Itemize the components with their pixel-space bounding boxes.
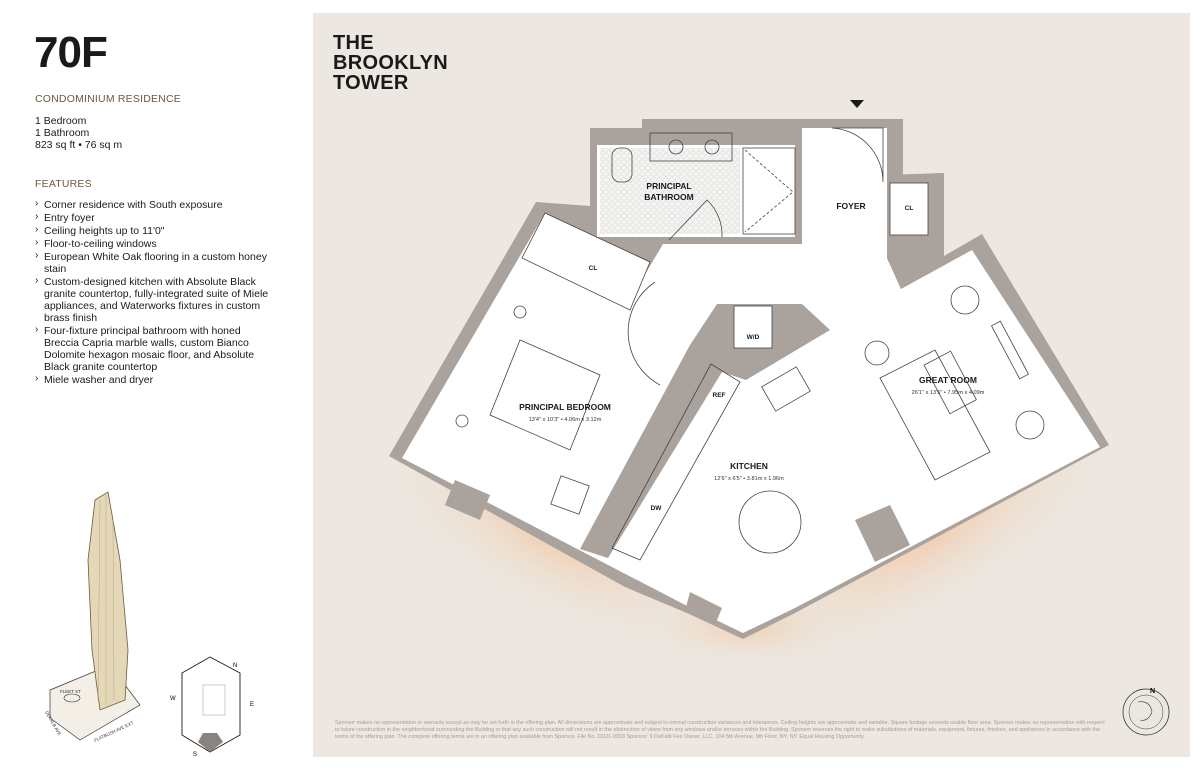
unit-facts: 1 Bedroom 1 Bathroom 823 sq ft • 76 sq m [35,115,122,151]
key-plan [181,656,241,753]
desk [761,366,811,412]
feature-item: Four-fixture principal bathroom with hon… [35,324,275,373]
room-label-refrigerator: REF [713,392,726,399]
logo-line: TOWER [333,72,409,94]
kitchen-counter [611,363,741,561]
tower-illustration [49,491,141,741]
features-heading: FEATURES [35,178,92,190]
room-label-bathroom: PRINCIPAL [646,181,691,191]
feature-item: Miele washer and dryer [35,373,275,386]
sink-icon [668,139,684,155]
shower-glass [744,149,794,233]
column [685,592,722,625]
room-dims-bedroom: 13'4" x 10'3" • 4.06m x 3.12m [529,417,602,423]
room-label-washer-dryer: W/D [747,334,760,341]
compass-e: E [250,702,254,708]
bathroom-count: 1 Bathroom [35,127,90,139]
foyer-closet [889,182,929,236]
room-label-dishwasher: DW [651,505,663,512]
room-dims-great-room: 26'1" x 13'5" • 7.95m x 4.09m [912,390,985,396]
room-label-foyer: FOYER [836,201,865,211]
armchair [550,475,590,515]
bed [489,339,601,451]
bathroom-door [668,199,723,241]
sink-icon [704,139,720,155]
unit-area: 823 sq ft • 76 sq m [35,139,123,151]
brand-logo: THE BROOKLYN TOWER [333,33,448,93]
room-label-kitchen: KITCHEN [730,461,768,471]
toilet-icon [611,147,633,183]
mosaic-floor [600,148,740,234]
column [445,480,490,520]
room-label-bedroom: PRINCIPAL BEDROOM [519,402,611,412]
media-console [990,320,1030,380]
bedroom-closet [521,212,651,311]
vanity [649,132,733,162]
compass-s: S [193,752,197,758]
lounge-chair [1015,410,1045,440]
compass-w: W [170,696,176,702]
room-label-great-room: GREAT ROOM [919,375,977,385]
coffee-table [923,350,977,415]
lounge-chair [950,285,980,315]
logo-line: BROOKLYN [333,52,449,74]
north-seal-icon [1122,688,1170,736]
room-label-closet: CL [905,205,914,212]
room-label-closet: CL [589,265,598,272]
feature-item: European White Oak flooring in a custom … [35,250,275,275]
legal-disclaimer: Sponsor makes no representation or warra… [335,720,1105,740]
sofa [879,349,991,481]
column [855,505,910,562]
interior-wall [580,304,830,558]
feature-item: Entry foyer [35,211,275,224]
entry-door [831,127,884,183]
shower [742,147,796,235]
nightstand-lamp-icon [455,414,469,428]
side-table [864,340,890,366]
feature-item: Floor-to-ceiling windows [35,237,275,250]
feature-item: Custom-designed kitchen with Absolute Bl… [35,275,275,324]
washer-dryer [733,305,773,349]
north-arrow-label: N [1150,688,1155,695]
light-glow [754,438,1126,682]
feature-item: Ceiling heights up to 11'0" [35,224,275,237]
compass-n: N [233,663,237,669]
residence-type: CONDOMINIUM RESIDENCE [35,93,181,105]
entry-arrow-icon [850,100,864,108]
unit-title: 70F [34,28,108,77]
logo-line: THE [333,32,374,54]
bedroom-door [627,281,661,386]
room-dims-kitchen: 12'6" x 6'5" • 3.81m x 1.96m [714,476,784,482]
feature-item: Corner residence with South exposure [35,198,275,211]
bedroom-count: 1 Bedroom [35,115,87,127]
features-list: Corner residence with South exposure Ent… [35,198,275,387]
street-label: FLEET ST [60,689,81,694]
dining-table [738,490,802,554]
unit-highlight [198,733,223,752]
nightstand-lamp-icon [513,305,527,319]
light-glow [655,600,835,680]
room-label-bathroom: BATHROOM [644,192,693,202]
